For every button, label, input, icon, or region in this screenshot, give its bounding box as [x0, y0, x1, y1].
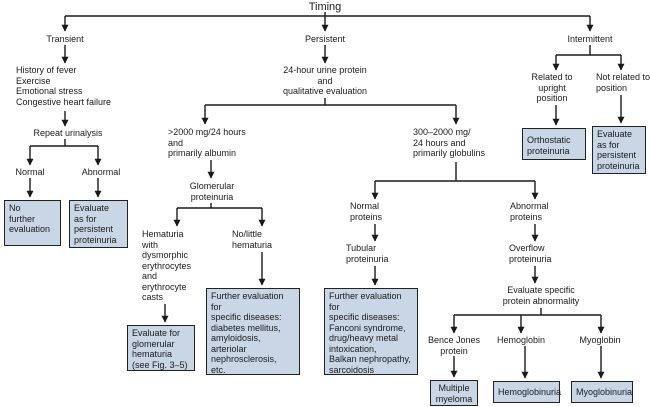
node-hematuria: Hematuria with dysmorphic erythrocytes a…	[142, 229, 192, 302]
node-abnormal-proteins: Abnormal proteins	[510, 201, 549, 222]
node-urine-protein: 24-hour urine protein and qualitative ev…	[282, 65, 368, 96]
node-evaluate-specific: Evaluate specific protein abnormality	[502, 285, 580, 306]
node-300-2000: 300–2000 mg/ 24 hours and primarily glob…	[413, 127, 486, 158]
box-evaluate-glomerular: Evaluate for glomerular hematuria (see F…	[127, 325, 195, 371]
box-myoglobinuria: Myoglobinuria	[571, 381, 633, 403]
node-overflow: Overflow proteinuria	[509, 243, 552, 264]
node-bence-jones: Bence Jones protein	[427, 335, 481, 356]
title-timing: Timing	[308, 1, 342, 13]
node-myoglobin: Myoglobin	[579, 335, 621, 345]
node-intermittent: Intermittent	[567, 34, 613, 44]
node-no-little-hematuria: No/little hematuria	[232, 229, 273, 250]
box-no-further-evaluation: No further evaluation	[4, 200, 61, 246]
box-further-evaluation-1: Further evaluation for specific diseases…	[206, 288, 300, 375]
box-further-evaluation-2: Further evaluation for specific diseases…	[324, 288, 418, 375]
node-persistent: Persistent	[304, 34, 346, 44]
node-glomerular: Glomerular proteinuria	[189, 181, 235, 202]
box-evaluate-persistent-1: Evaluate as for persistent proteinuria	[69, 200, 128, 248]
node-abnormal: Abnormal	[81, 167, 121, 177]
node-normal: Normal	[15, 167, 45, 177]
node-transient: Transient	[46, 34, 84, 44]
box-evaluate-persistent-2: Evaluate as for persistent proteinuria	[592, 126, 646, 174]
node-not-related: Not related to position	[596, 72, 650, 93]
box-hemoglobinuria: Hemoglobinuria	[493, 381, 561, 403]
node-normal-proteins: Normal proteins	[350, 201, 383, 222]
node-tubular: Tubular proteinuria	[346, 243, 389, 264]
node-related-upright: Related to upright position	[531, 72, 573, 103]
node-gt2000: >2000 mg/24 hours and primarily albumin	[168, 127, 246, 158]
box-orthostatic: Orthostatic proteinuria	[522, 128, 586, 160]
node-transient-causes: History of fever Exercise Emotional stre…	[16, 65, 112, 107]
node-repeat-urinalysis: Repeat urinalysis	[33, 128, 103, 138]
box-multiple-myeloma: Multiple myeloma	[430, 380, 478, 406]
node-hemoglobin: Hemoglobin	[496, 335, 546, 345]
